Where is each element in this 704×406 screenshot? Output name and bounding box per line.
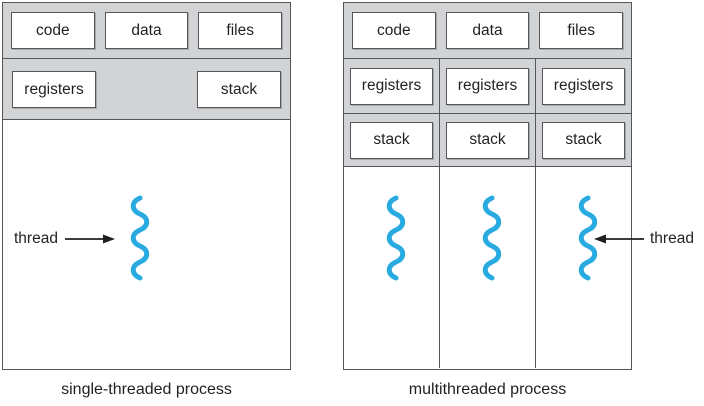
thread-annotation-left: thread: [14, 195, 149, 283]
files-box: files: [198, 12, 283, 49]
files-box: files: [539, 12, 624, 49]
caption-single-threaded: single-threaded process: [61, 381, 232, 398]
caption-multithreaded: multithreaded process: [408, 381, 567, 398]
process-resources-row: code data files: [344, 3, 631, 59]
thread-squiggle-icon: [386, 195, 405, 281]
stack-box: stack: [542, 121, 625, 159]
process-resources-row: code data files: [3, 3, 290, 59]
multithreaded-process-panel: code data files registers stack: [343, 2, 632, 370]
stack-box: stack: [197, 71, 281, 108]
data-box: data: [445, 12, 530, 49]
thread-label: thread: [650, 230, 694, 247]
thread-column-1: registers stack: [344, 59, 439, 368]
stack-box: stack: [350, 121, 433, 159]
thread-column-3: registers stack: [535, 59, 631, 368]
thread-label: thread: [14, 230, 58, 247]
thread-column-2: registers stack: [439, 59, 535, 368]
thread-columns: registers stack registers stack: [344, 59, 631, 368]
thread-squiggle-icon: [578, 195, 597, 281]
code-box: code: [11, 12, 95, 49]
thread-annotation-right: thread: [594, 230, 694, 248]
thread-squiggle-icon: [482, 195, 501, 281]
registers-box: registers: [542, 67, 625, 105]
registers-box: registers: [12, 71, 96, 108]
single-threaded-process-panel: code data files registers stack: [2, 2, 291, 370]
thread-squiggle-icon: [130, 195, 149, 281]
arrow-right-icon: [64, 234, 115, 244]
registers-box: registers: [446, 67, 529, 105]
data-box: data: [104, 12, 189, 49]
registers-box: registers: [350, 67, 433, 105]
stack-box: stack: [446, 121, 529, 159]
code-box: code: [352, 12, 436, 49]
thread-resources-row: registers stack: [3, 59, 290, 120]
arrow-left-icon: [594, 234, 644, 244]
